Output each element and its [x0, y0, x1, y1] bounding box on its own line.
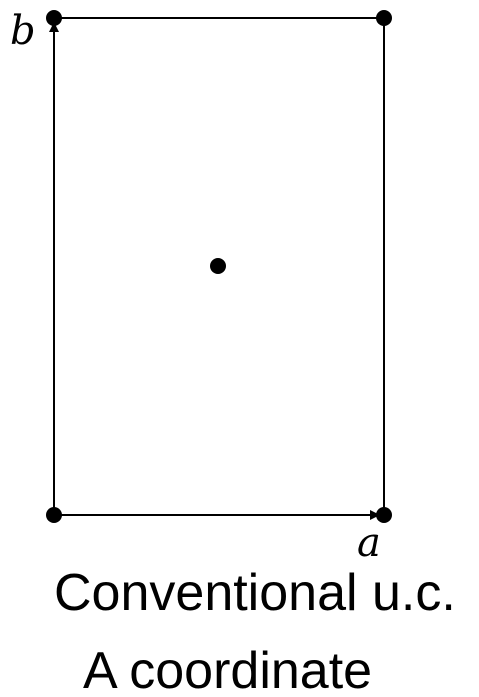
lattice-point-center [210, 258, 226, 274]
lattice-point-ab [376, 10, 392, 26]
axis-label-a: a [357, 520, 381, 566]
lattice-point-origin [46, 507, 62, 523]
axis-label-b: b [10, 8, 36, 54]
caption-title: Conventional u.c. [54, 564, 456, 622]
lattice-point-a [376, 507, 392, 523]
caption-subtitle: A coordinate [83, 642, 372, 697]
lattice-point-b [46, 10, 62, 26]
